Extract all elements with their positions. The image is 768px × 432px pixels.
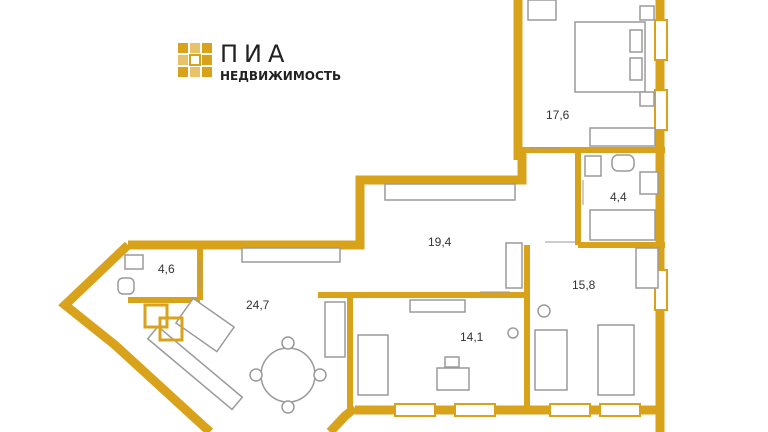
bedside-table [639, 91, 655, 107]
dining-chair [281, 400, 295, 414]
kitchen-south-west-wall [58, 241, 214, 432]
walls [58, 0, 665, 432]
logo-mark-icon [178, 43, 212, 77]
washer [584, 155, 602, 177]
sofa-middle [357, 334, 389, 396]
column [158, 316, 184, 342]
dining-chair [313, 368, 327, 382]
wc-sink [124, 254, 144, 270]
window [599, 403, 641, 417]
inner-walls [128, 147, 665, 410]
brand-subtitle: НЕДВИЖИМОСТЬ [220, 69, 342, 83]
room-area-bathroom: 4,4 [610, 190, 627, 204]
window [454, 403, 496, 417]
room-area-wc: 4,6 [158, 262, 175, 276]
sink [639, 171, 659, 195]
hall-north-wall [128, 150, 527, 250]
hall-wardrobe [384, 183, 516, 201]
chair-middle [444, 356, 460, 368]
pillow [629, 57, 643, 81]
south-wall [326, 404, 358, 432]
bedside-table [639, 5, 655, 21]
sofa-right [534, 329, 568, 391]
bathtub [589, 209, 656, 241]
plant [537, 304, 551, 318]
window [394, 403, 436, 417]
window [654, 89, 668, 131]
kitchen-counter-diag [146, 325, 244, 411]
windows [394, 19, 668, 417]
island [174, 297, 236, 353]
dining-chair [281, 336, 295, 350]
room-area-hall: 19,4 [428, 235, 452, 249]
dining-chair [249, 368, 263, 382]
toilet [611, 154, 635, 172]
hall-cabinet [505, 242, 523, 289]
window [549, 403, 591, 417]
room-area-bedroom: 17,6 [546, 108, 570, 122]
desk-middle [436, 367, 470, 391]
furniture [117, 0, 659, 414]
brand-title: ПИА [220, 40, 291, 68]
desk [527, 0, 557, 21]
dining-table [260, 347, 316, 403]
door-openings [199, 147, 584, 293]
plant [507, 327, 519, 339]
pillow [629, 29, 643, 53]
wc-toilet [117, 277, 135, 295]
kitchen-counter-top [241, 247, 341, 263]
tv-stand [324, 301, 346, 358]
wardrobe [589, 127, 656, 147]
cabinet-right [635, 247, 659, 289]
room-area-living-kitchen: 24,7 [246, 298, 270, 312]
window [654, 19, 668, 61]
desk-right [597, 324, 635, 396]
accent-marker [143, 303, 184, 342]
room-area-middle: 14,1 [460, 330, 484, 344]
room-area-right: 15,8 [572, 278, 596, 292]
column [143, 303, 169, 329]
wardrobe-middle [409, 299, 466, 313]
